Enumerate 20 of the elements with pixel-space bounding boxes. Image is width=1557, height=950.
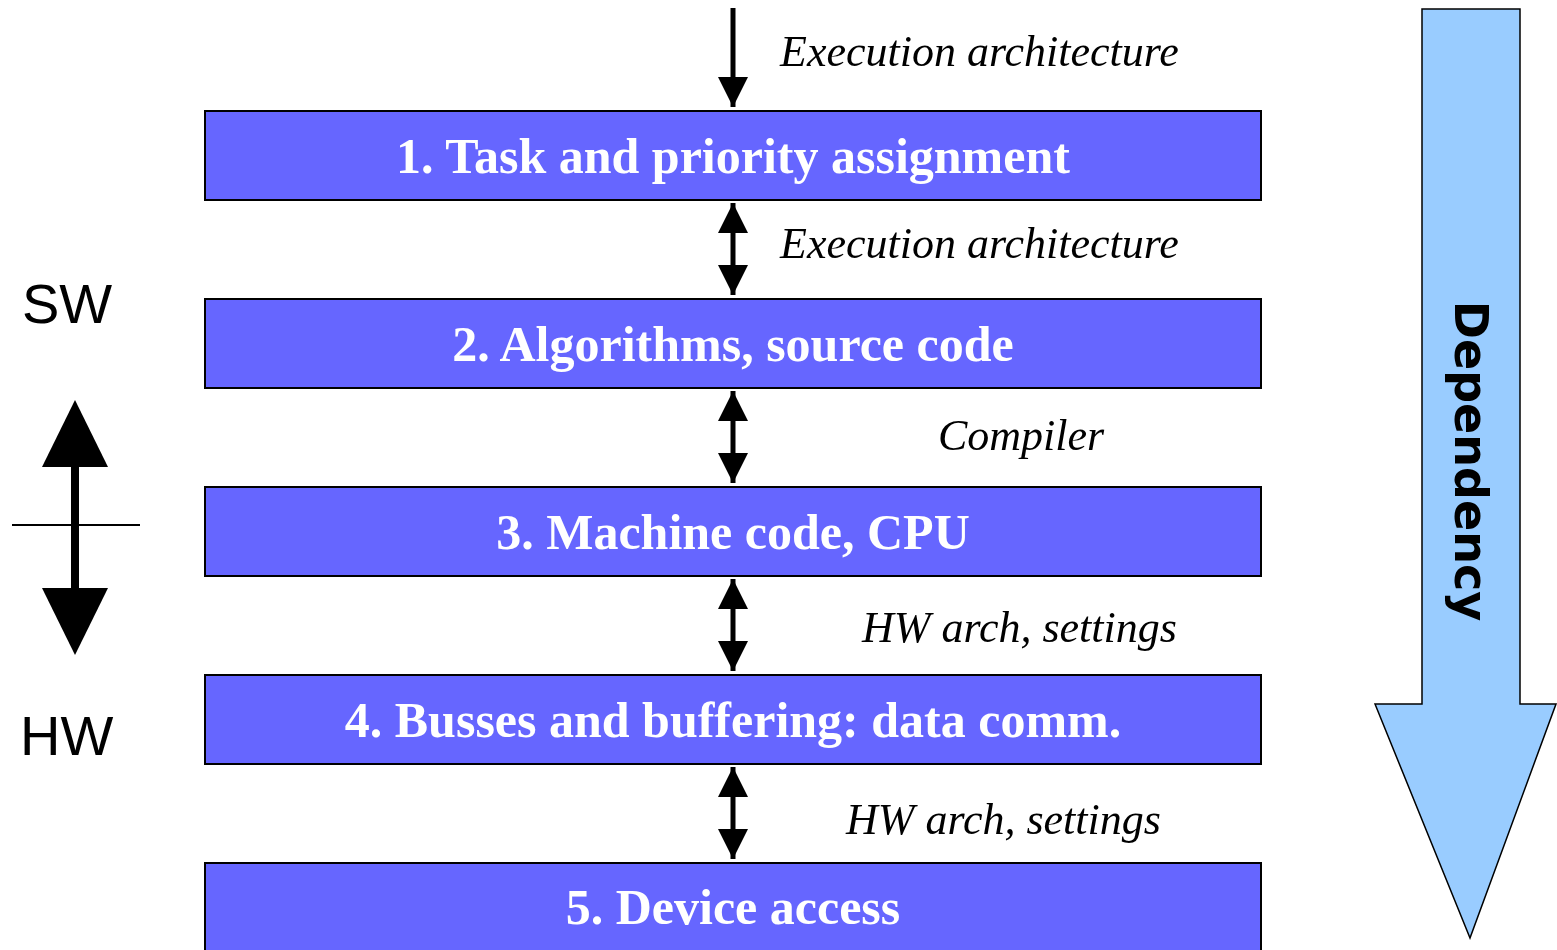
- box-label: 3. Machine code, CPU: [496, 506, 970, 557]
- process-box: [204, 298, 1262, 389]
- arrow: [718, 767, 748, 859]
- arrow: [718, 8, 748, 107]
- edge-label: Execution architecture: [780, 222, 1179, 266]
- edge-label: Compiler: [938, 414, 1105, 458]
- layer-label: HW: [20, 708, 114, 764]
- arrow: [718, 203, 748, 295]
- box-label: 5. Device access: [565, 882, 901, 932]
- arrow: [718, 391, 748, 483]
- process-box: [204, 862, 1262, 950]
- process-box: [204, 110, 1262, 201]
- process-box: [204, 674, 1262, 765]
- arrow: [718, 579, 748, 671]
- edge-label: Execution architecture: [780, 30, 1179, 74]
- layer-label: SW: [22, 276, 113, 332]
- edge-label: HW arch, settings: [846, 798, 1161, 842]
- process-box: [204, 486, 1262, 577]
- dependency-arrow: [1374, 8, 1557, 940]
- edge-label: HW arch, settings: [862, 606, 1177, 650]
